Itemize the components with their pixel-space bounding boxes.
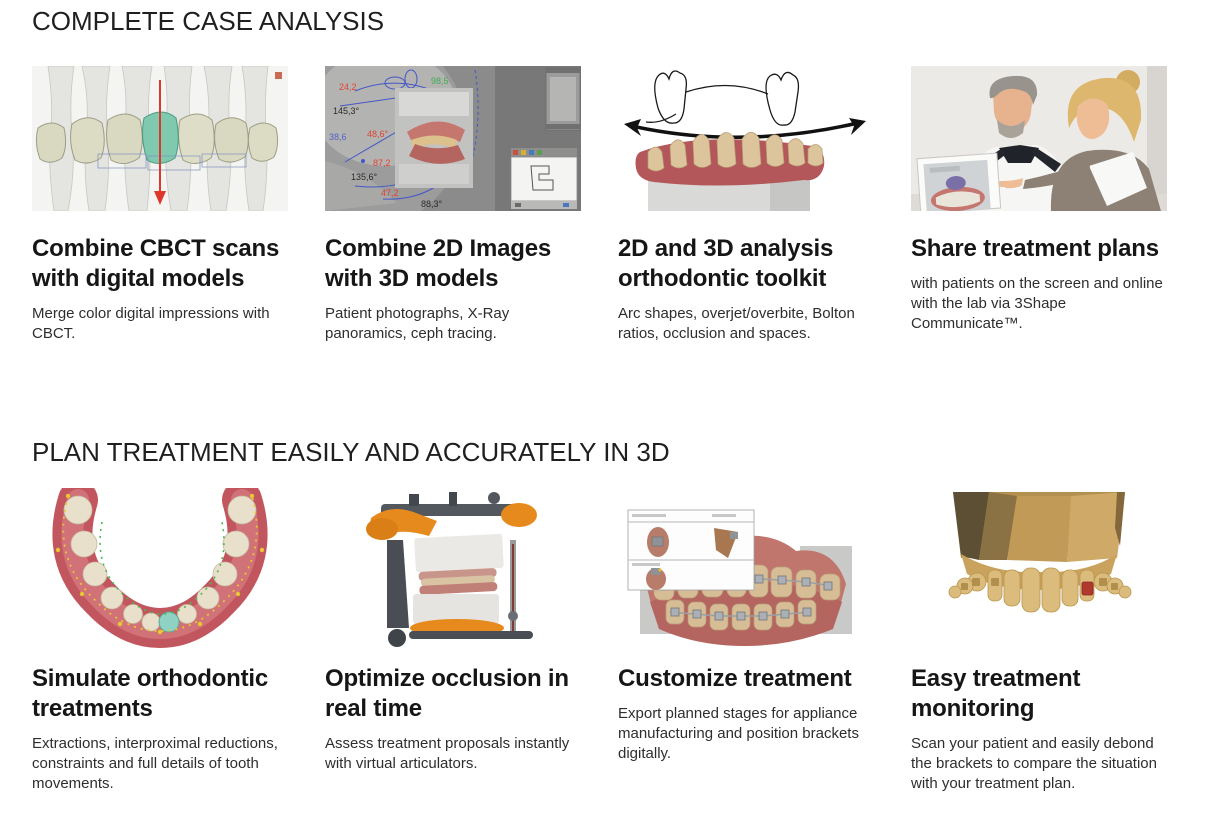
card-title: 2D and 3D analysis orthodontic toolkit	[618, 235, 834, 292]
span-arrow	[624, 118, 866, 139]
card-description: Export planned stages for appliance manu…	[618, 705, 859, 762]
feature-card-2d-3d: 24,2 145,3° 98,5 48,6° 38,6 87,2 135,6° …	[325, 66, 581, 344]
control-points	[55, 493, 265, 635]
page: COMPLETE CASE ANALYSIS	[32, 6, 1167, 794]
ceph-measurement: 145,3°	[333, 106, 360, 116]
card-row: Simulate orthodontic treatments Extracti…	[32, 488, 1167, 794]
card-title: Optimize occlusion in real time	[325, 665, 569, 722]
brackets-illustration	[627, 509, 852, 646]
feature-card-toolkit: 2D and 3D analysis orthodontic toolkit A…	[618, 66, 874, 344]
ceph-measurement: 98,5	[431, 76, 449, 86]
simulate-treatments-image	[32, 488, 288, 648]
card-title: Combine CBCT scans with digital models	[32, 235, 280, 292]
card-title: Combine 2D Images with 3D models	[325, 235, 551, 292]
faceted-base	[953, 492, 1125, 562]
red-axis-arrow	[154, 80, 166, 205]
card-title: Customize treatment	[618, 665, 852, 692]
ceph-measurement: 88,3°	[421, 199, 443, 209]
card-description: Scan your patient and easily debond the …	[911, 735, 1157, 792]
upper-model-block	[414, 533, 504, 573]
card-description: Assess treatment proposals instantly wit…	[325, 735, 570, 772]
feature-card-monitoring: Easy treatment monitoring Scan your pati…	[911, 488, 1167, 794]
feature-card-cbct: Combine CBCT scans with digital models M…	[32, 66, 288, 344]
selected-tooth-teal	[158, 611, 180, 633]
marker-square	[275, 72, 282, 79]
feature-card-share: Share treatment plans with patients on t…	[911, 66, 1167, 344]
patient	[997, 70, 1161, 211]
outer-arc-curve	[62, 495, 258, 632]
section-title: PLAN TREATMENT EASILY AND ACCURATELY IN …	[32, 437, 670, 467]
treatment-monitoring-image	[911, 488, 1167, 648]
teeth-row	[647, 131, 824, 172]
ceph-measurement: 38,6	[329, 132, 347, 142]
tooth-detail-window	[627, 509, 755, 591]
ceph-measurements: 24,2 145,3° 98,5 48,6° 38,6 87,2 135,6° …	[329, 76, 449, 209]
feature-card-simulate: Simulate orthodontic treatments Extracti…	[32, 488, 288, 794]
teeth-rows	[418, 568, 498, 595]
card-description: Extractions, interproximal reductions, c…	[32, 735, 278, 792]
section-complete-case-analysis: COMPLETE CASE ANALYSIS	[32, 6, 1167, 344]
model-overlay-window	[395, 88, 473, 188]
tablet-screen	[916, 152, 1002, 211]
card-description: Merge color digital impressions with CBC…	[32, 305, 270, 342]
card-title: Simulate orthodontic treatments	[32, 665, 269, 722]
feature-card-customize: Customize treatment Export planned stage…	[618, 488, 874, 794]
upper-frame	[366, 492, 537, 540]
card-description: Patient photographs, X-Ray panoramics, c…	[325, 305, 510, 342]
feature-card-occlusion: Optimize occlusion in real time Assess t…	[325, 488, 581, 794]
incisal-pin	[508, 540, 518, 638]
debonded-bracket-marks	[961, 578, 1118, 590]
occlusal-arch-illustration	[52, 488, 268, 648]
ceph-measurement: 24,2	[339, 82, 357, 92]
ceph-analysis-illustration: 24,2 145,3° 98,5 48,6° 38,6 87,2 135,6° …	[325, 66, 581, 211]
ceph-measurement: 135,6°	[351, 172, 378, 182]
ortho-toolkit-image	[618, 66, 874, 211]
card-title: Share treatment plans	[911, 235, 1159, 262]
card-description: Arc shapes, overjet/overbite, Bolton rat…	[618, 305, 855, 342]
dentist-patient-photo	[911, 66, 1167, 211]
sketch-window	[510, 148, 578, 209]
share-plans-photo	[911, 66, 1167, 211]
red-bracket	[1081, 581, 1094, 596]
teeth	[63, 495, 257, 632]
card-description: with patients on the screen and online w…	[911, 275, 1163, 332]
ceph-analysis-image: 24,2 145,3° 98,5 48,6° 38,6 87,2 135,6° …	[325, 66, 581, 211]
articulator-illustration	[366, 492, 537, 647]
customize-treatment-image	[618, 488, 874, 648]
card-row: Combine CBCT scans with digital models M…	[32, 66, 1167, 344]
section-title: COMPLETE CASE ANALYSIS	[32, 6, 385, 36]
selection-boxes	[97, 153, 247, 171]
teeth	[948, 567, 1132, 613]
side-panel	[545, 67, 581, 131]
molar-sketch	[645, 70, 800, 126]
ceph-measurement: 87,2	[373, 158, 391, 168]
cbct-scan-illustration	[32, 66, 288, 211]
digital-crowns	[35, 113, 279, 164]
ortho-toolkit-illustration	[618, 66, 874, 211]
cbct-scan-image	[32, 66, 288, 211]
virtual-articulator-image	[325, 488, 581, 648]
lower-model-block	[413, 594, 499, 624]
lower-frame	[388, 619, 533, 647]
card-title: Easy treatment monitoring	[911, 665, 1081, 722]
rear-column	[387, 540, 409, 628]
ceph-measurement: 47,2	[381, 188, 399, 198]
ceph-measurement: 48,6°	[367, 129, 389, 139]
scanned-model-illustration	[948, 492, 1132, 613]
section-plan-treatment: PLAN TREATMENT EASILY AND ACCURATELY IN …	[32, 437, 1167, 794]
